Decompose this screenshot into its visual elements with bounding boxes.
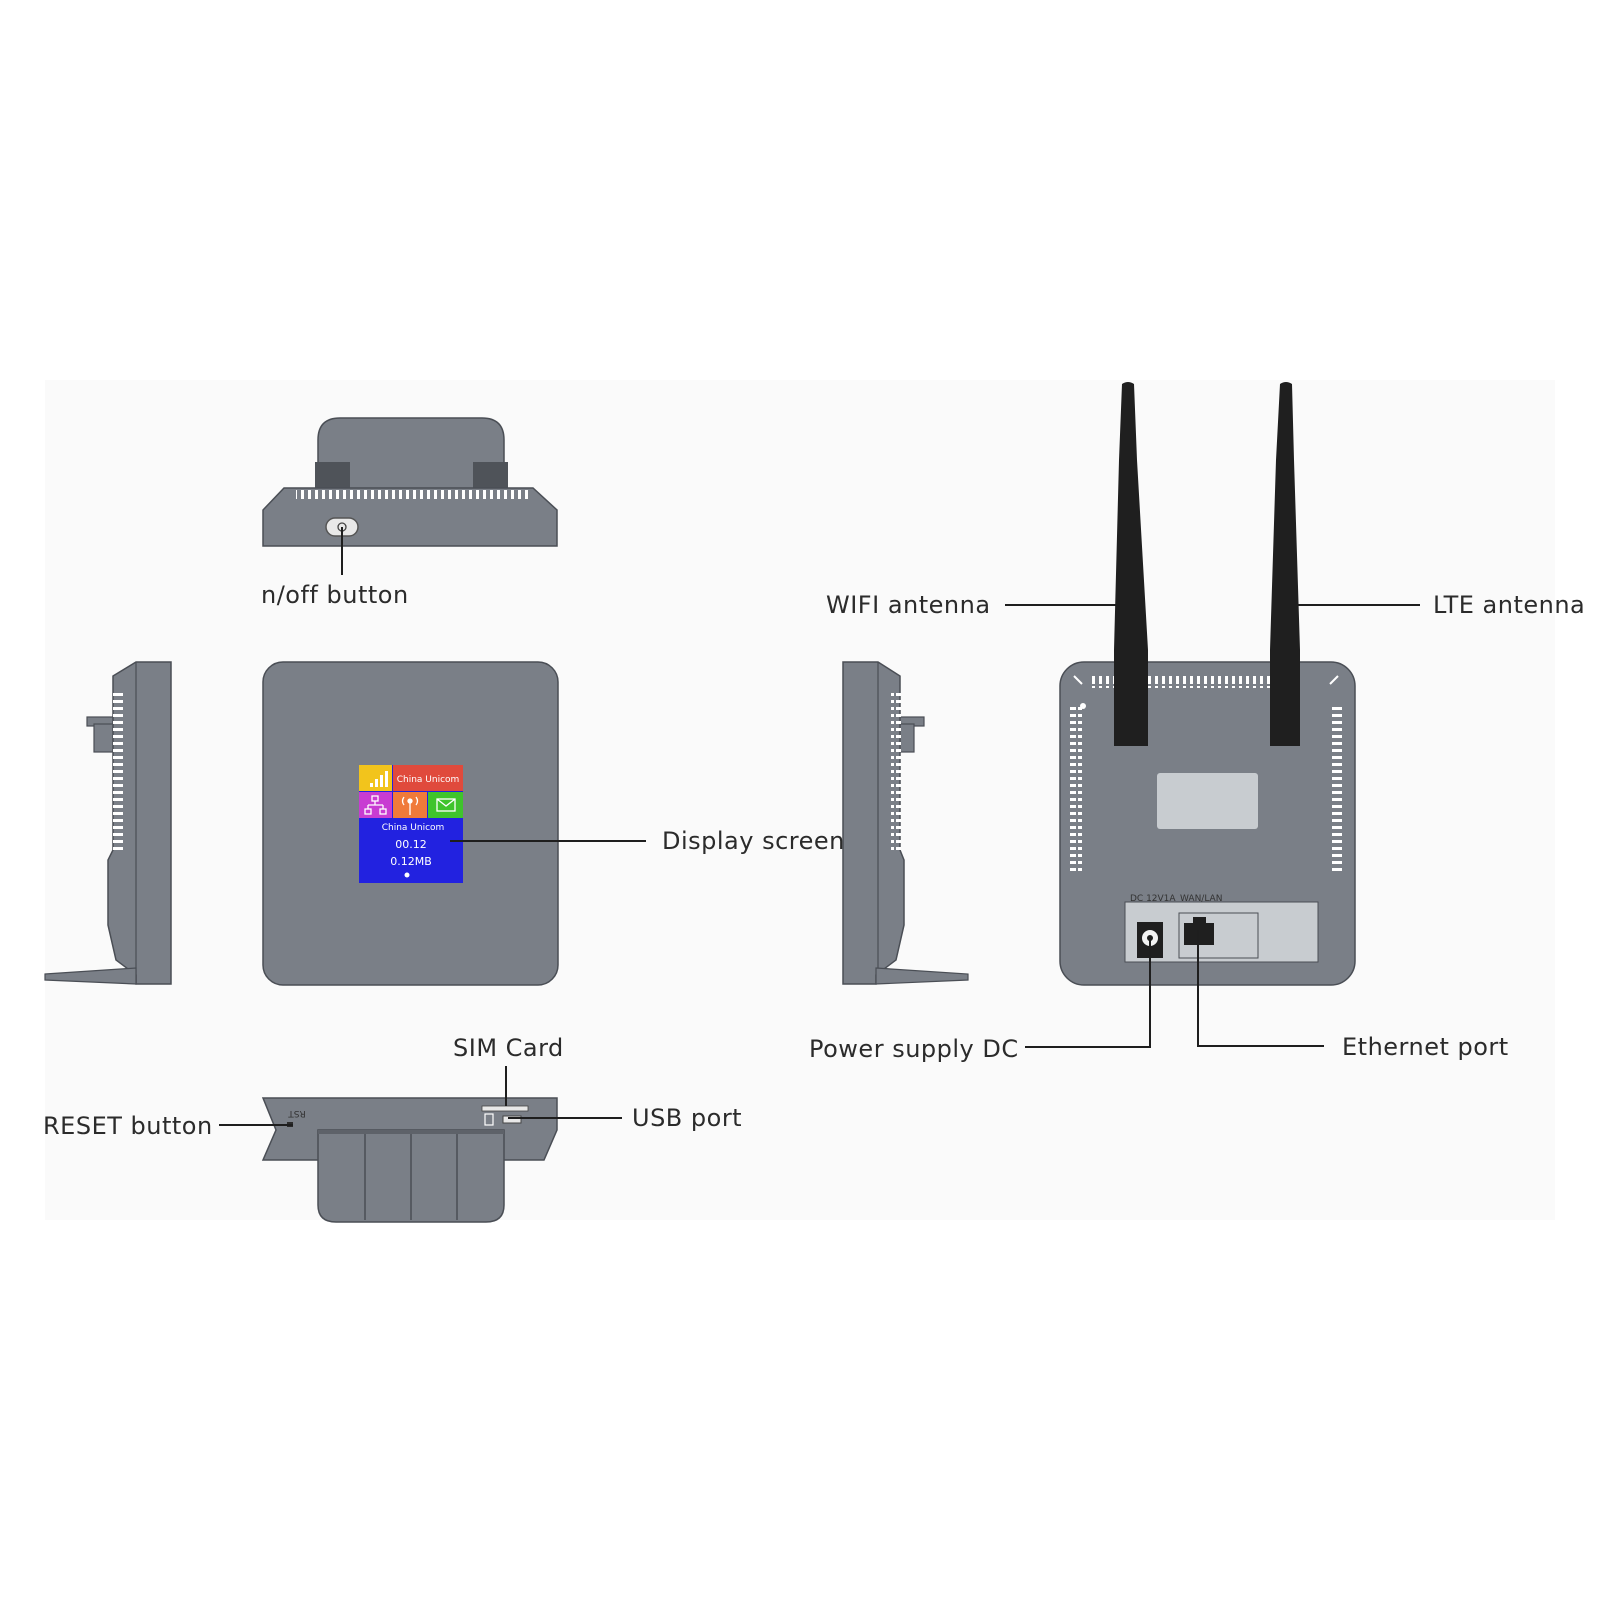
signal-icon [370,771,388,787]
tile-operator [393,765,463,791]
screen-time: 00.12 [395,838,427,851]
product-label [1157,773,1258,829]
screen-operator-top: China Unicom [397,775,460,785]
label-wifi-antenna: WIFI antenna [826,591,991,619]
label-usb-port: USB port [632,1104,742,1132]
display-screen: China Unicom China Unicom 00.12 0.12MB [359,765,463,883]
label-display-screen: Display screen [662,827,845,855]
top-view [262,417,558,547]
label-onoff-button: n/off button [261,581,409,609]
label-lte-antenna: LTE antenna [1433,591,1585,619]
wifi-icon [401,796,419,815]
dc-label: DC 12V1A [1130,894,1176,904]
bottom-view: RST [261,1097,558,1223]
wifi-antenna [1114,382,1148,746]
lte-antenna [1270,382,1300,746]
wan-label: WAN/LAN [1180,894,1222,904]
left-side-view [44,661,172,985]
network-icon [364,795,387,815]
usb-icon [484,1113,494,1126]
usb-port[interactable] [502,1115,522,1124]
screen-data-used: 0.12MB [390,855,432,868]
screen-operator-mid: China Unicom [382,823,445,833]
mail-icon [436,798,456,812]
screen-page-dot [404,872,410,878]
rst-label: RST [288,1108,306,1118]
label-sim-card: SIM Card [453,1034,564,1062]
front-view: China Unicom China Unicom 00.12 0.12MB [262,661,559,986]
label-reset-button: RESET button [43,1112,213,1140]
label-ethernet-port: Ethernet port [1342,1033,1509,1061]
sim-card-slot[interactable] [481,1105,529,1112]
right-side-view [842,661,969,985]
back-view: DC 12V1A WAN/LAN [1059,382,1356,986]
label-power-supply: Power supply DC [809,1035,1019,1063]
